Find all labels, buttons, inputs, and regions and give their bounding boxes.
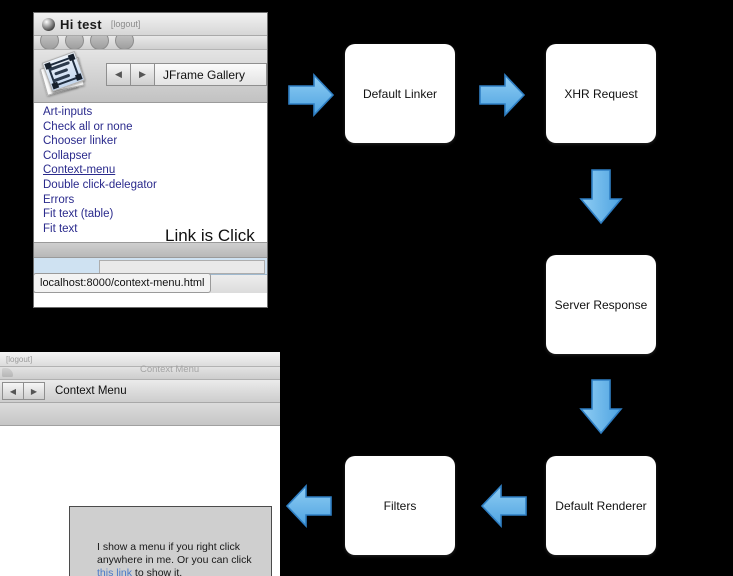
toolbar-round-button[interactable] [115,36,134,49]
arrow-right-icon-in [288,72,335,118]
arrow-left-icon-out [285,483,332,529]
address-input[interactable]: JFrame Gallery [155,63,267,86]
context-menu-demo-text: I show a menu if you right click anywher… [97,541,267,576]
flow-node-label: Filters [383,498,417,513]
arrow-down-icon-xhr-to-server [579,169,623,225]
list-item[interactable]: Fit text [43,222,78,235]
demo-text-after: to show it. [132,567,183,576]
top-window-divider [34,242,267,258]
arrow-right-icon-linker-to-xhr [479,72,526,118]
status-url-tooltip: localhost:8000/context-menu.html [34,273,212,293]
flow-node-filters[interactable]: Filters [345,456,455,555]
bottom-window-faded-title-row: Context Menu [0,364,280,380]
list-item[interactable]: Fit text (table) [43,208,114,221]
forward-button[interactable]: ▶ [24,382,45,400]
arrow-down-icon-server-to-renderer [579,379,623,435]
top-window-button-row [34,36,267,50]
demo-link-list: Art-inputs Check all or none Chooser lin… [34,103,267,236]
list-item[interactable]: Collapser [43,149,92,162]
photos-icon [39,50,86,96]
app-logo-icon [42,17,55,31]
flow-node-default-linker[interactable]: Default Linker [345,44,455,143]
greeting-label: Hi test [60,16,102,32]
logout-link[interactable]: [logout] [110,19,141,29]
list-item[interactable]: Double click-delegator [43,178,157,191]
logout-link[interactable]: [logout] [6,354,33,364]
top-browser-window: Hi test [logout] ◀ ▶ JFrame Gallery [33,12,268,308]
context-menu-demo-box[interactable]: I show a menu if you right click anywher… [69,506,272,576]
back-button[interactable]: ◀ [2,382,24,400]
list-item[interactable]: Chooser linker [43,135,118,148]
flow-node-label: Server Response [554,297,648,312]
toolbar-round-button[interactable] [65,36,84,49]
flow-node-xhr-request[interactable]: XHR Request [546,44,656,143]
list-item[interactable]: Check all or none [43,120,133,133]
link-clicked-message: Link is Click [165,226,255,245]
flow-node-label: Default Linker [362,86,438,101]
top-window-titlebar: Hi test [logout] [34,13,267,36]
list-item[interactable]: Art-inputs [43,106,93,118]
toolbar-round-button[interactable] [40,36,59,49]
list-item-context-menu[interactable]: Context-menu [43,164,116,177]
bottom-window-content: I show a menu if you right click anywher… [0,426,280,576]
faded-title-label: Context Menu [140,364,200,375]
flow-node-server-response[interactable]: Server Response [546,255,656,354]
forward-button[interactable]: ▶ [131,63,155,86]
toolbar-round-button[interactable] [90,36,109,49]
top-window-content: Art-inputs Check all or none Chooser lin… [34,103,267,242]
page-title: Context Menu [55,385,127,397]
flow-node-label: XHR Request [564,86,638,101]
bottom-window-titlebar: [logout] [0,352,280,367]
bottom-browser-window: [logout] Context Menu ◀ ▶ Context Menu I… [0,352,280,576]
top-window-statusbar: localhost:8000/context-menu.html [34,273,267,293]
back-button[interactable]: ◀ [106,63,131,86]
address-bar: ◀ ▶ JFrame Gallery [106,63,267,86]
demo-text-before: I show a menu if you right click anywher… [97,541,252,566]
top-window-toolbar: ◀ ▶ JFrame Gallery [34,50,267,103]
bottom-window-navbar: ◀ ▶ Context Menu [0,380,280,403]
flow-node-default-renderer[interactable]: Default Renderer [546,456,656,555]
flow-node-label: Default Renderer [555,498,647,513]
show-menu-link[interactable]: this link [97,567,133,576]
list-item[interactable]: Errors [43,193,75,206]
arrow-left-icon-renderer-to-filters [480,483,527,529]
page-curl-icon [2,368,13,377]
bottom-window-subtoolbar [0,403,280,426]
